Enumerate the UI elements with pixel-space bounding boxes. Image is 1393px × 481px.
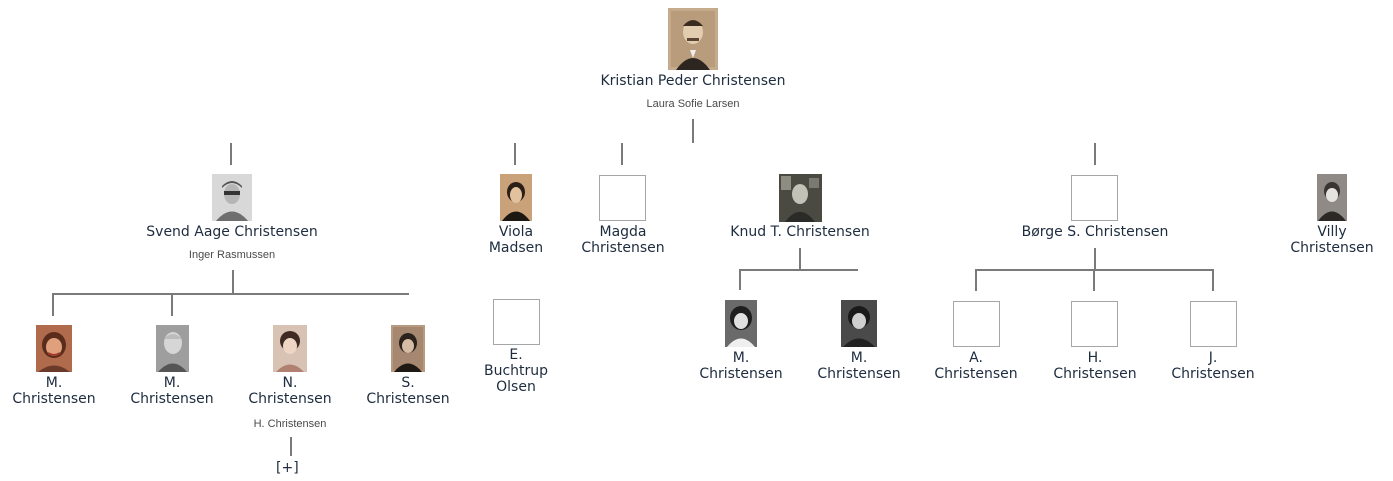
portrait-photo: [841, 300, 877, 347]
spouse-name: Inger Rasmussen: [188, 249, 276, 261]
connector-line: [621, 143, 623, 165]
connector-line: [1093, 269, 1095, 291]
portrait-photo: [391, 325, 425, 372]
person-name[interactable]: Knud T. Christensen: [730, 224, 870, 240]
person-name[interactable]: M. Christensen: [699, 350, 783, 382]
person-name[interactable]: A. Christensen: [934, 350, 1018, 382]
photo-placeholder: [1071, 175, 1118, 221]
portrait-photo: [212, 174, 252, 221]
person-name[interactable]: Kristian Peder Christensen: [600, 73, 786, 89]
connector-line: [1212, 269, 1214, 291]
photo-placeholder: [953, 301, 1000, 347]
person-name[interactable]: Magda Christensen: [581, 224, 665, 256]
connector-line: [52, 293, 409, 295]
connector-line: [290, 437, 292, 456]
person-name[interactable]: N. Christensen: [248, 375, 332, 407]
portrait-photo: [725, 300, 757, 347]
person-name[interactable]: Villy Christensen: [1290, 224, 1374, 256]
photo-placeholder: [1190, 301, 1237, 347]
portrait-photo: [1317, 174, 1347, 221]
photo-placeholder: [493, 299, 540, 345]
person-name[interactable]: Børge S. Christensen: [1021, 224, 1169, 240]
person-name[interactable]: M. Christensen: [12, 375, 96, 407]
person-name[interactable]: S. Christensen: [366, 375, 450, 407]
portrait-photo: [668, 8, 718, 70]
person-name[interactable]: Viola Madsen: [488, 224, 544, 256]
connector-line: [230, 143, 232, 165]
connector-line: [692, 119, 694, 143]
portrait-photo: [779, 174, 822, 222]
connector-line: [1094, 143, 1096, 165]
connector-line: [975, 269, 977, 291]
connector-line: [171, 293, 173, 316]
person-name[interactable]: Svend Aage Christensen: [146, 224, 318, 240]
connector-line: [739, 269, 741, 290]
person-name[interactable]: H. Christensen: [1053, 350, 1137, 382]
person-name[interactable]: M. Christensen: [817, 350, 901, 382]
connector-line: [1094, 248, 1096, 270]
photo-placeholder: [599, 175, 646, 221]
portrait-photo: [156, 325, 189, 372]
portrait-photo: [500, 174, 532, 221]
portrait-photo: [273, 325, 307, 372]
connector-line: [739, 269, 858, 271]
expand-button[interactable]: [+]: [276, 460, 299, 476]
connector-line: [799, 248, 801, 270]
connector-line: [514, 143, 516, 165]
spouse-name: H. Christensen: [253, 418, 327, 430]
photo-placeholder: [1071, 301, 1118, 347]
connector-line: [52, 293, 54, 316]
person-name[interactable]: M. Christensen: [130, 375, 214, 407]
portrait-photo: [36, 325, 72, 372]
person-name[interactable]: E. Buchtrup Olsen: [483, 347, 549, 395]
connector-line: [232, 270, 234, 294]
person-name[interactable]: J. Christensen: [1171, 350, 1255, 382]
spouse-name: Laura Sofie Larsen: [646, 98, 740, 110]
